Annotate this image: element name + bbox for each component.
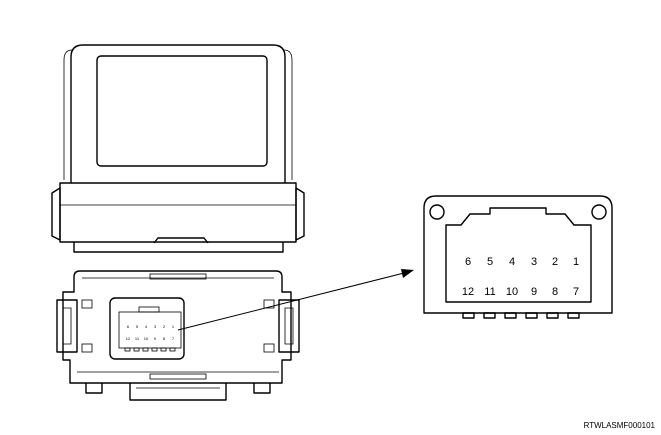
small-pin-11: 11 (135, 336, 140, 341)
small-pin-2: 2 (163, 324, 166, 329)
upper-housing (51, 44, 305, 253)
pin-5-label: 5 (487, 256, 493, 268)
pin-1-label: 1 (573, 256, 579, 268)
small-pin-8: 8 (163, 336, 166, 341)
small-pin-5: 5 (136, 324, 139, 329)
small-connector-pin-labels: 6 5 4 3 2 1 12 11 10 9 8 7 (126, 324, 175, 341)
small-pin-4: 4 (145, 324, 148, 329)
mounting-hole-right (591, 204, 607, 220)
pin-12-label: 12 (462, 286, 474, 298)
small-pin-3: 3 (154, 324, 157, 329)
pin-9-label: 9 (531, 286, 537, 298)
small-pin-10: 10 (144, 336, 149, 341)
pin-6-label: 6 (465, 256, 471, 268)
small-pin-1: 1 (172, 324, 175, 329)
small-connector-pin-slots (124, 347, 176, 352)
pin-numbers-top-row: 6 5 4 3 2 1 (465, 256, 579, 268)
small-pin-12: 12 (126, 336, 131, 341)
small-pin-9: 9 (154, 336, 157, 341)
leader-arrow (177, 269, 414, 331)
pin-4-label: 4 (509, 256, 515, 268)
pin-7-label: 7 (573, 286, 579, 298)
pin-11-label: 11 (484, 286, 495, 298)
figure-code: RTWLASMF000101 (584, 421, 656, 430)
pin-3-label: 3 (531, 256, 537, 268)
enlarged-pin-slots (462, 312, 580, 319)
enlarged-connector-face: 6 5 4 3 2 1 12 11 10 9 8 7 (423, 195, 613, 319)
pin-8-label: 8 (552, 286, 558, 298)
pin-numbers-bottom-row: 12 11 10 9 8 7 (462, 286, 579, 298)
pin-10-label: 10 (506, 286, 518, 298)
small-pin-7: 7 (172, 336, 175, 341)
pin-2-label: 2 (552, 256, 558, 268)
lower-housing: 6 5 4 3 2 1 12 11 10 9 8 7 (56, 270, 300, 401)
small-pin-6: 6 (127, 324, 130, 329)
label-window (96, 55, 268, 167)
mounting-hole-left (429, 204, 445, 220)
